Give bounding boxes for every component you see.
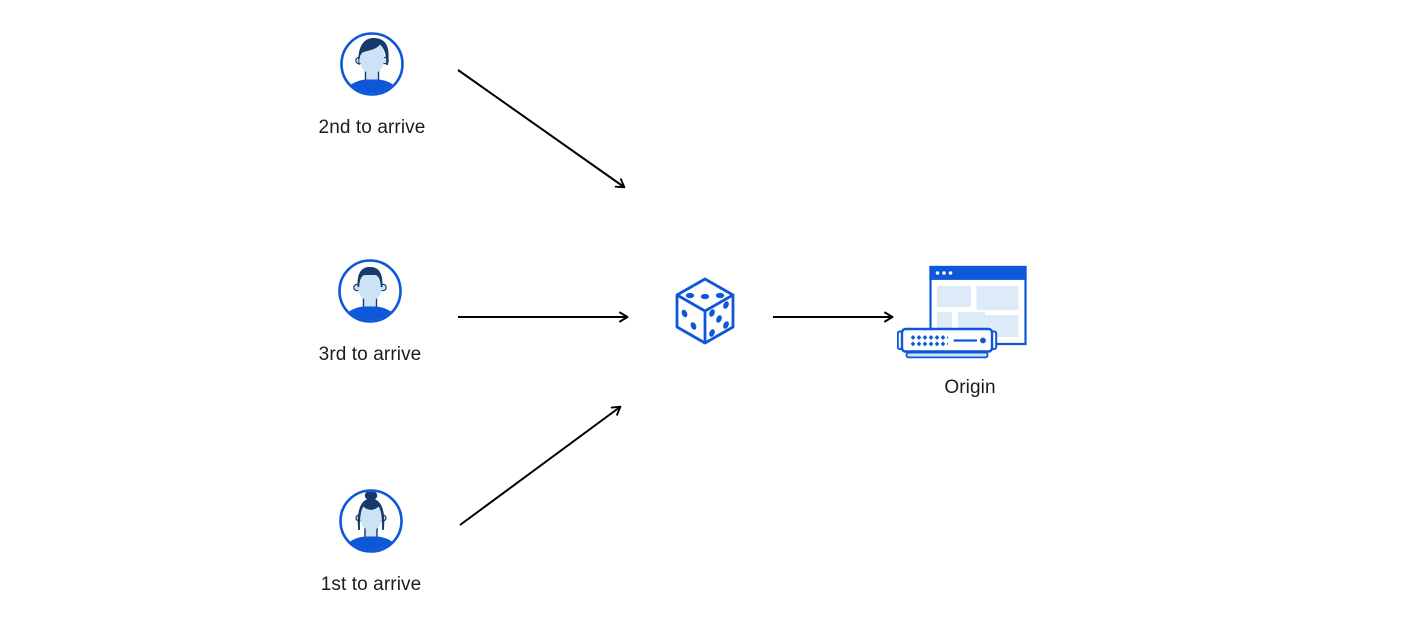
- man-avatar-short-hair-icon: [338, 259, 402, 323]
- avatar-figure: [342, 37, 402, 94]
- server-appliance: [897, 327, 998, 359]
- node-label-user-third: 3rd to arrive: [318, 344, 422, 365]
- avatar-figure: [340, 267, 400, 321]
- dice-pips-right: [709, 301, 729, 337]
- browser-titlebar: [929, 265, 1027, 280]
- server-vent-pattern: [910, 334, 948, 347]
- dice-pips-top: [685, 292, 725, 300]
- avatar-figure: [341, 491, 401, 551]
- dice-pips-left: [681, 309, 697, 330]
- node-user-second: 2nd to arrive: [297, 28, 447, 140]
- browser-window-dots: [935, 271, 953, 275]
- node-dice: [667, 274, 743, 348]
- node-label-user-second: 2nd to arrive: [318, 117, 426, 138]
- arrow-2nd-to-dice: [457, 69, 626, 189]
- server-status-dot: [980, 337, 986, 344]
- dice-edges: [676, 293, 734, 343]
- server-base: [905, 351, 989, 359]
- man-avatar-swept-hair-icon: [340, 32, 404, 96]
- node-label-origin: Origin: [944, 377, 996, 398]
- arrow-1st-to-dice: [459, 405, 622, 526]
- dice-icon: [675, 277, 735, 345]
- origin-server-browser-icon: [897, 265, 1027, 359]
- browser-window: [929, 265, 1027, 346]
- node-origin: Origin: [897, 265, 1027, 400]
- woman-avatar-bun-icon: [339, 489, 403, 553]
- node-label-user-first: 1st to arrive: [320, 574, 422, 595]
- node-user-first: 1st to arrive: [296, 485, 446, 597]
- node-user-third: 3rd to arrive: [295, 255, 445, 367]
